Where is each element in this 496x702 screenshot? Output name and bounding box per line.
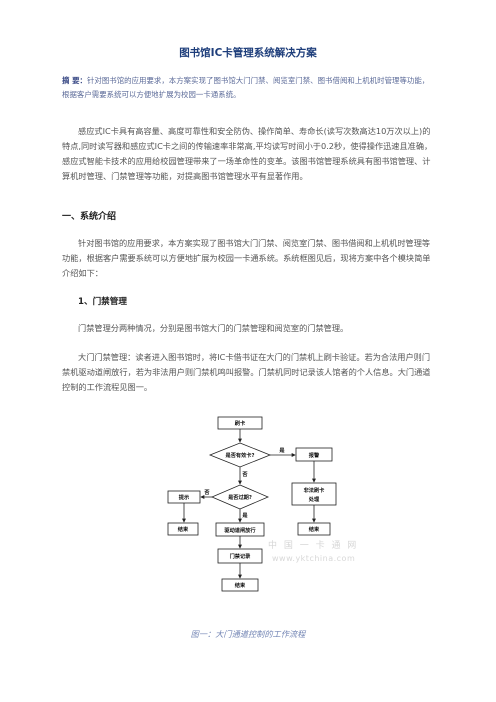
flow-node-end-right: [297, 522, 331, 536]
flow-text-swipe: 刷卡: [235, 419, 246, 427]
document-title: 图书馆IC卡管理系统解决方案: [179, 47, 317, 59]
abstract-text: 针对图书馆的应用要求，本方案实现了图书馆大门门禁、阅览室门禁、图书借阅和上机机时…: [62, 76, 430, 99]
flow-node-end-bottom: [221, 578, 259, 592]
watermark-url: www.yktchina.com: [272, 554, 356, 563]
flow-text-valid-card: 是否有效卡?: [225, 451, 255, 459]
intro-paragraph: 感应式IC卡具有高容量、高度可靠性和安全防伪、操作简单、寿命长(读写次数高达10…: [62, 124, 434, 184]
flow-text-end-bottom: 结束: [235, 581, 246, 589]
flow-text-illegal-2: 处理: [308, 495, 320, 503]
access-control-text-1: 门禁管理分两种情况，分别是图书馆大门的门禁管理和阅览室的门禁管理。: [78, 323, 349, 333]
flow-text-prompt: 提示: [179, 493, 189, 501]
system-intro-paragraph: 针对图书馆的应用要求，本方案实现了图书馆大门门禁、阅览室门禁、图书借阅和上机机时…: [62, 236, 434, 281]
access-control-paragraph-2: 大门门禁管理：读者进入图书馆时，将IC卡借书证在大门的门禁机上刷卡验证。若为合法…: [62, 350, 434, 395]
flow-label-yes-2: 是: [241, 511, 248, 519]
flow-text-end-right: 结束: [309, 525, 320, 533]
flow-text-drive-gate: 驱动道闸放行: [224, 526, 256, 534]
abstract: 摘 要：针对图书馆的应用要求，本方案实现了图书馆大门门禁、阅览室门禁、图书借阅和…: [62, 74, 434, 102]
flow-text-record: 门禁记录: [230, 552, 252, 560]
intro-text: 感应式IC卡具有高容量、高度可靠性和安全防伪、操作简单、寿命长(读写次数高达10…: [62, 126, 433, 181]
flow-label-no-2: 否: [204, 488, 210, 496]
flow-node-end-left: [167, 522, 199, 536]
flow-text-overdue: 是否过期?: [227, 493, 252, 501]
abstract-label: 摘 要：: [62, 76, 87, 85]
flow-label-no-1: 否: [242, 470, 248, 478]
flow-text-alarm: 报警: [309, 451, 320, 459]
flow-text-illegal-1: 非法刷卡: [304, 486, 326, 494]
subsection-heading-access-control: 1、门禁管理: [78, 297, 127, 307]
flow-text-end-left: 结束: [178, 525, 189, 533]
access-control-text-2: 大门门禁管理：读者进入图书馆时，将IC卡借书证在大门的门禁机上刷卡验证。若为合法…: [62, 352, 431, 392]
flow-label-yes-1: 是: [278, 446, 285, 454]
flowchart-figure: 刷卡 是否有效卡? 报警 是否过期? 提示 非法刷卡 处理 结束 驱动道闸放行 …: [167, 416, 337, 592]
system-intro-text: 针对图书馆的应用要求，本方案实现了图书馆大门门禁、阅览室门禁、图书借阅和上机机时…: [62, 238, 431, 278]
section-heading-system-intro: 一、系统介绍: [62, 212, 117, 222]
figure-caption: 图一：大门通道控制的工作流程: [190, 629, 306, 639]
watermark-logo-text: 中 国 一 卡 通 网: [268, 541, 359, 551]
access-control-paragraph-1: 门禁管理分两种情况，分别是图书馆大门的门禁管理和阅览室的门禁管理。: [62, 321, 434, 336]
